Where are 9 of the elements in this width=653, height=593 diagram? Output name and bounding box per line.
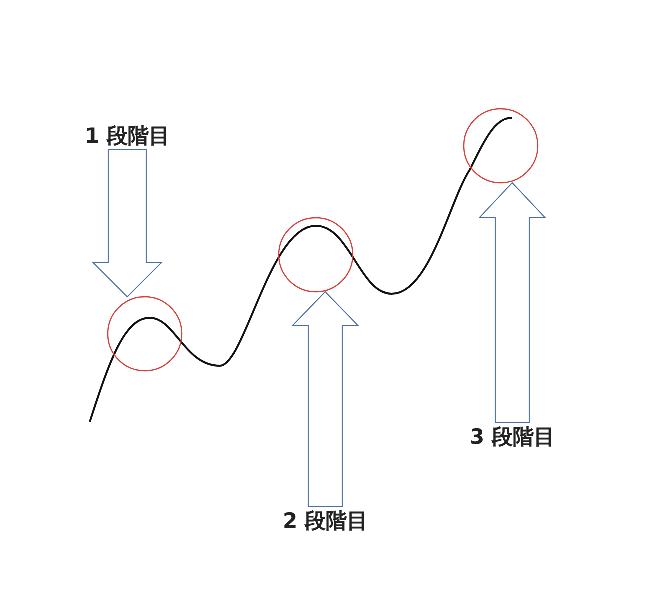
highlight-circle <box>278 217 354 293</box>
block-arrow <box>478 182 547 424</box>
highlight-circle <box>107 296 183 372</box>
block-arrow <box>92 150 163 298</box>
highlight-circle <box>463 108 539 184</box>
block-arrow <box>291 291 360 508</box>
stage-label: 3 段階目 <box>470 423 555 451</box>
stage-label: 2 段階目 <box>283 507 368 535</box>
stage-label: 1 段階目 <box>85 122 170 150</box>
